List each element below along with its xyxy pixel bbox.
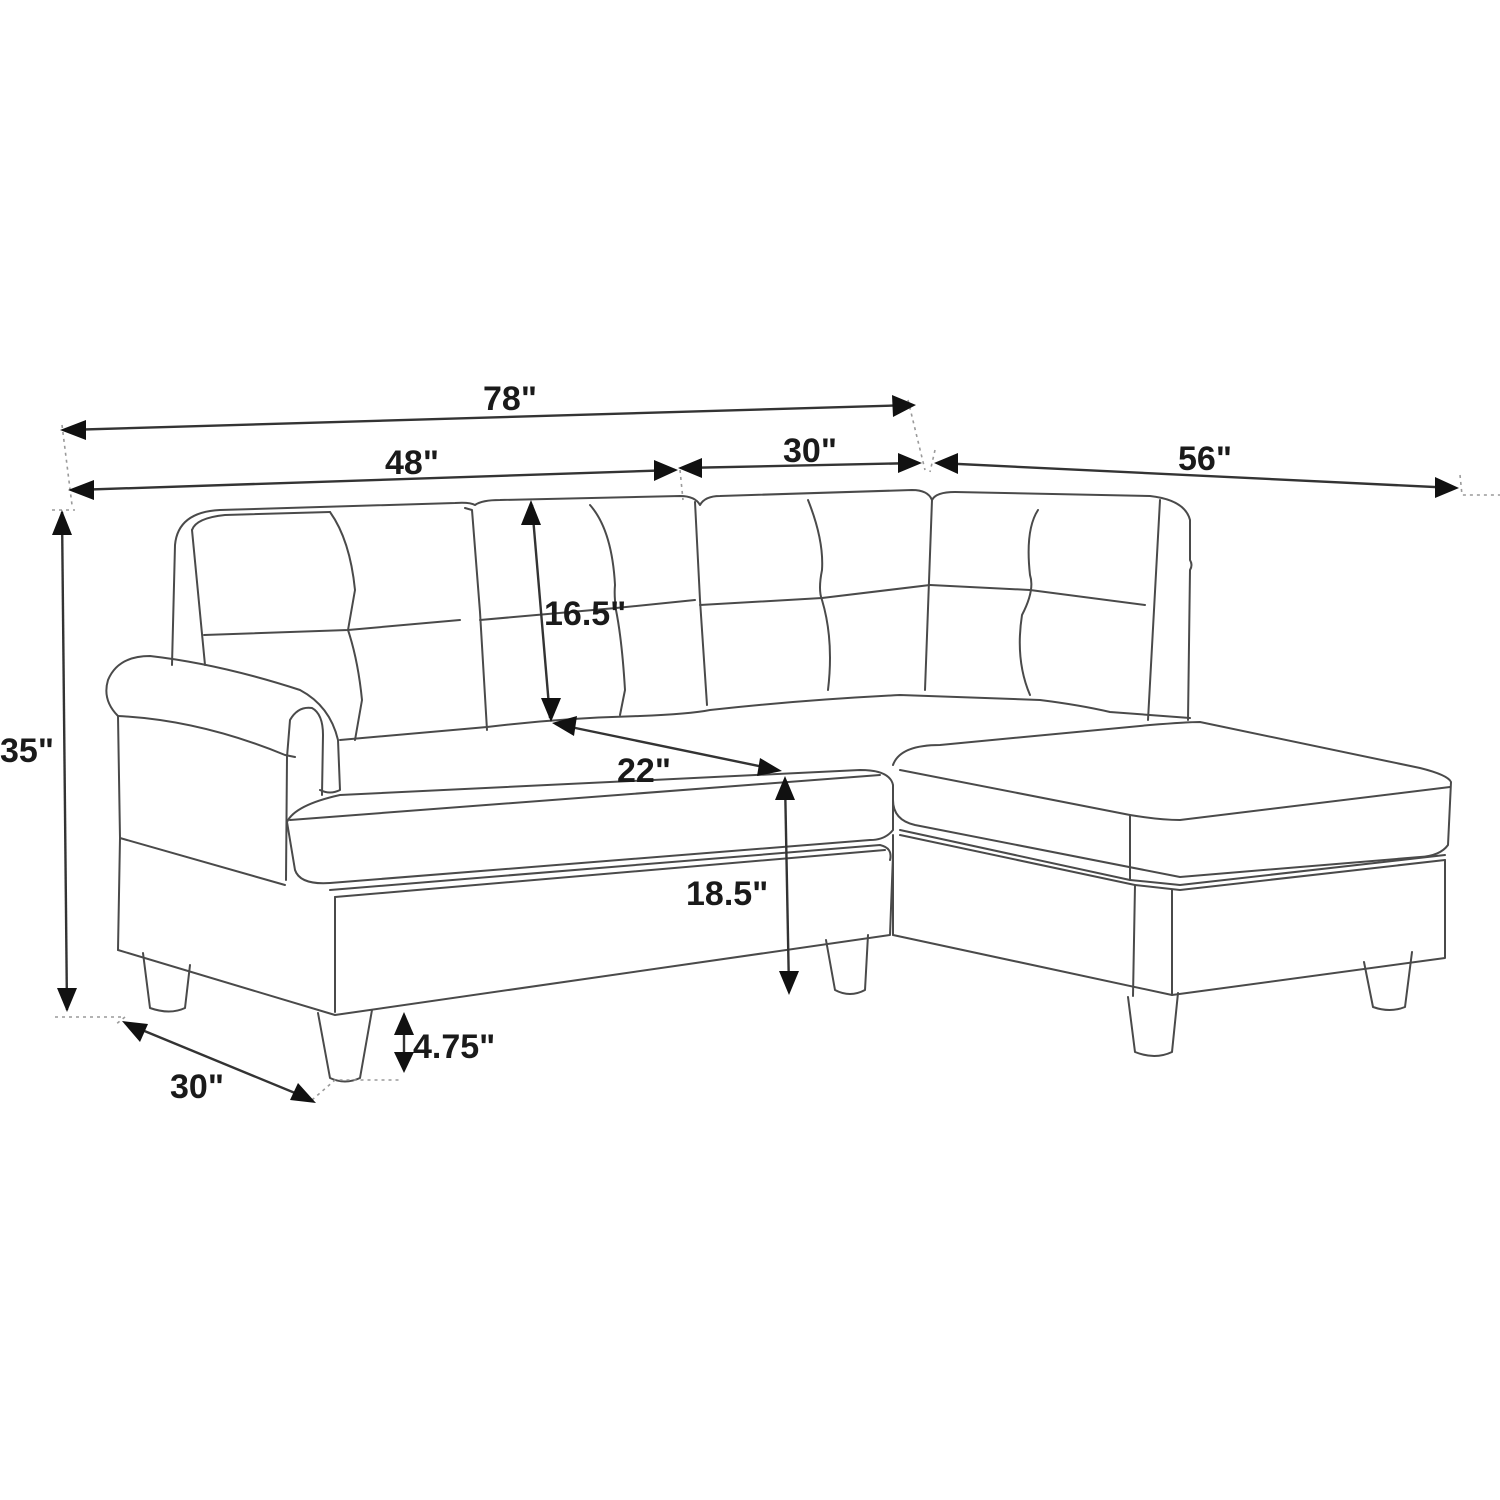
label-chaise-length: 56": [1178, 440, 1232, 478]
leg-left-front: [317, 1009, 373, 1083]
label-seat-depth: 22": [617, 752, 671, 790]
dimension-labels: 78" 48" 30" 56" 35" 16.5" 22" 18.5" 4.75…: [0, 380, 1232, 1106]
dimension-lines: [52, 395, 1500, 1103]
left-arm: [105, 655, 341, 794]
label-overall-height: 35": [0, 732, 54, 770]
label-corner-width: 30": [783, 432, 837, 470]
leg-chaise-front: [1127, 992, 1179, 1057]
leg-left-back: [142, 952, 191, 1013]
label-seat-height: 18.5": [686, 875, 768, 913]
leg-chaise-back: [1363, 951, 1413, 1011]
label-back-height: 16.5": [544, 595, 626, 633]
left-seat-cushion: [286, 769, 894, 885]
label-overall-width: 78": [483, 380, 537, 418]
back-frame-left: [171, 489, 1193, 721]
chaise-seat: [892, 721, 1452, 878]
label-loveseat-width: 48": [385, 444, 439, 482]
label-overall-depth: 30": [170, 1068, 224, 1106]
sofa-drawing: [105, 489, 1452, 1083]
label-leg-height: 4.75": [413, 1028, 495, 1066]
leg-center: [825, 934, 869, 995]
